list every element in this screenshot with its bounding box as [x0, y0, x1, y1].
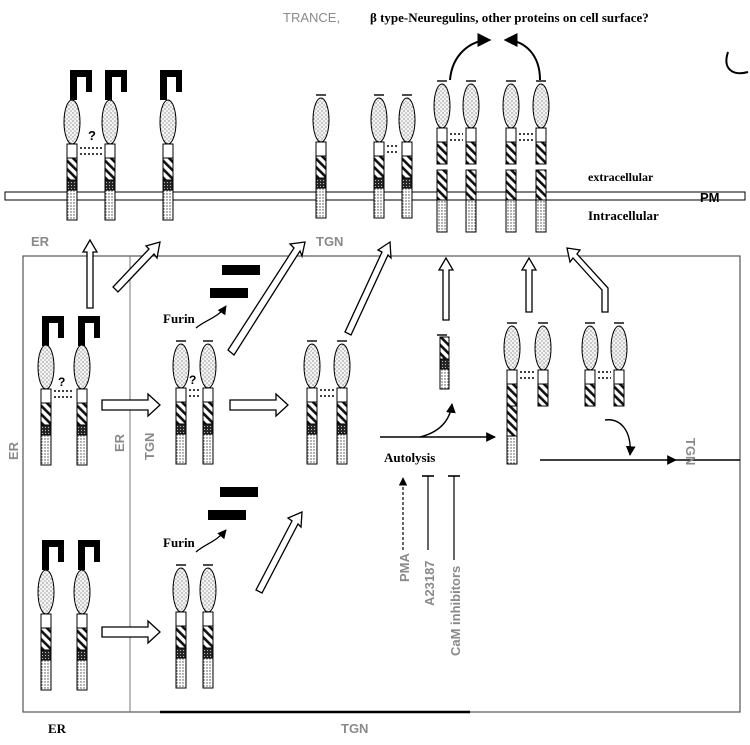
shed-dimer-far-right: [582, 323, 630, 455]
right-arrow: [102, 621, 160, 643]
a23187-label: A23187: [422, 560, 437, 606]
monomer: [64, 100, 80, 220]
pm-label: PM: [700, 190, 720, 205]
curved-arrow: [505, 40, 540, 80]
monomer: [102, 100, 118, 220]
cell-compartment-frame: [23, 256, 740, 712]
furin-processing-lower: Furin: [163, 487, 258, 688]
extracellular-label: extracellular: [588, 170, 654, 184]
up-arrow: [83, 240, 97, 308]
membrane-proteins-row: ?: [64, 70, 549, 232]
up-arrow: [439, 258, 453, 320]
curved-arrow: [450, 40, 490, 80]
top-label: β type-Neuregulins, other proteins on ce…: [370, 10, 649, 25]
shedding-monomer: [434, 84, 450, 164]
prodomain-block: [160, 70, 182, 100]
pma-label: PMA: [397, 553, 412, 583]
shedding-monomer: [503, 84, 519, 164]
curved-arrow: [726, 52, 748, 73]
autolysis-pathway: Autolysis PMA A23187 CaM inhibitors: [380, 335, 495, 656]
er-dimer-lower: [38, 540, 100, 690]
tgn-top-label: TGN: [316, 234, 343, 249]
furin-label: Furin: [163, 535, 196, 550]
er-inner-label: ER: [112, 433, 127, 452]
prodomain-block: [70, 70, 92, 100]
er-dimer-upper: ?: [38, 316, 100, 465]
er-top-label: ER: [31, 234, 50, 249]
tgn-inner-label: TGN: [142, 433, 157, 460]
unknown-dimer-mark: ?: [88, 128, 96, 143]
right-arrow: [102, 394, 160, 416]
top-label-prefix: TRANCE,: [283, 10, 340, 25]
er-left-label: ER: [6, 441, 21, 460]
shedding-monomer: [463, 84, 479, 164]
svg-text:?: ?: [189, 373, 196, 387]
bent-arrow: [567, 248, 608, 312]
up-arrow: [522, 258, 536, 312]
furin-processing-upper: Furin ?: [163, 265, 260, 464]
autolysis-label: Autolysis: [384, 450, 435, 465]
diagonal-arrow: [113, 242, 160, 292]
prodomain-block: [105, 70, 127, 100]
diagonal-arrow: [228, 242, 305, 355]
monomer: [160, 100, 176, 220]
tgn-dimer: [304, 341, 350, 464]
shed-dimer-right: [504, 323, 551, 464]
svg-text:?: ?: [58, 375, 65, 389]
cam-inhibitors-label: CaM inhibitors: [448, 566, 463, 656]
furin-label: Furin: [163, 311, 196, 326]
diagonal-arrow: [256, 512, 302, 593]
tgn-right-label: TGN: [683, 438, 698, 465]
right-arrow: [230, 394, 288, 416]
tgn-bottom-label: TGN: [341, 721, 368, 736]
shedding-monomer: [533, 84, 549, 164]
intracellular-label: Intracellular: [588, 208, 659, 223]
er-bottom-label: ER: [48, 721, 67, 736]
